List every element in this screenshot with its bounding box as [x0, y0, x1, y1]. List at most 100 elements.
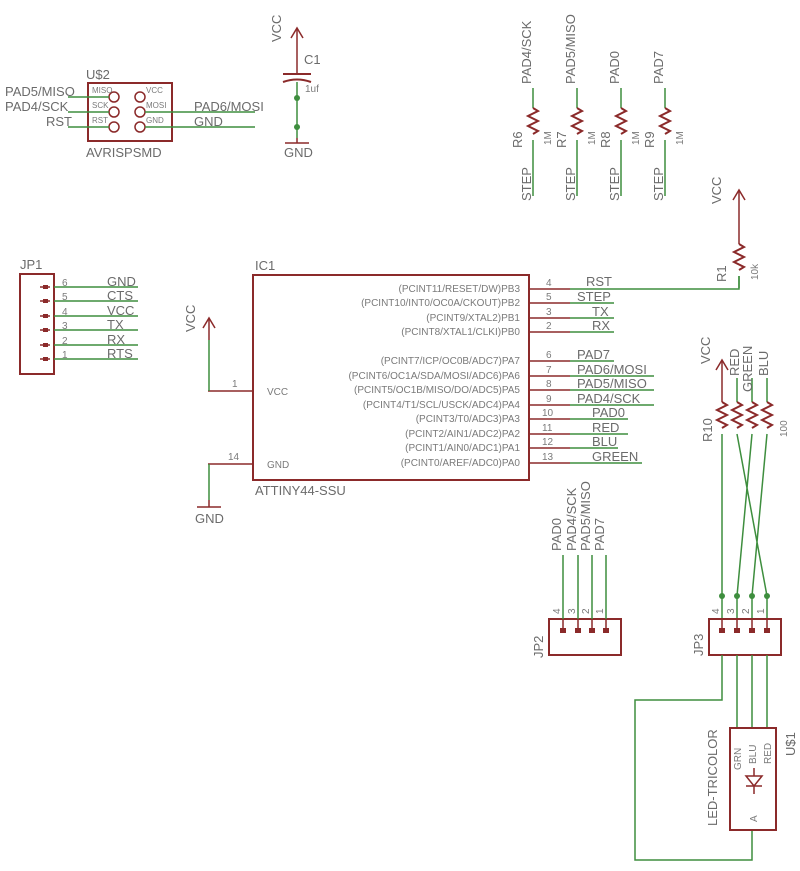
- led-pin-label-anode: A: [749, 815, 760, 822]
- ic1-pin-number: 6: [546, 350, 552, 361]
- jp1-pin-number: 1: [62, 350, 68, 361]
- tricolor-led-u1[interactable]: GRN BLU RED A LED-TRICOLOR U$1: [705, 727, 798, 831]
- ic1-pin-number: 9: [546, 394, 552, 405]
- led-pin-label: BLU: [748, 745, 759, 764]
- resistor-r6[interactable]: PAD4/SCK R6 1M STEP: [510, 20, 554, 201]
- net-label-pad7: PAD7: [577, 347, 610, 362]
- capacitor-plate: [282, 78, 312, 83]
- avrisp-pin-label: SCK: [92, 101, 109, 110]
- resistor-r7[interactable]: PAD5/MISO R7 1M STEP: [554, 14, 598, 201]
- net-label-step: STEP: [563, 167, 578, 201]
- c1-value: 1uf: [305, 84, 319, 95]
- ic1-pin-label: (PCINT10/INT0/OC0A/CKOUT)PB2: [361, 298, 520, 309]
- ic1-pin-number: 8: [546, 379, 552, 390]
- ic1-ref: IC1: [255, 258, 275, 273]
- net-label-vcc: VCC: [183, 305, 198, 332]
- net-label-green: GREEN: [592, 449, 638, 464]
- r1-ref: R1: [714, 265, 729, 282]
- ic1-pin-number: 2: [546, 321, 552, 332]
- net-label-vcc: VCC: [107, 303, 134, 318]
- ic1-pin-number: 5: [546, 292, 552, 303]
- r10-ref: R10: [700, 418, 715, 442]
- net-label-red: RED: [727, 349, 742, 376]
- resistor-r9[interactable]: PAD7 R9 1M STEP: [642, 51, 686, 201]
- avrisp-part: AVRISPSMD: [86, 145, 162, 160]
- led-part: LED-TRICOLOR: [705, 729, 720, 826]
- ic1-part: ATTINY44-SSU: [255, 483, 346, 498]
- avrisp-pad-rst: [108, 121, 120, 133]
- r8-value: 1M: [631, 131, 642, 145]
- led-anode-net: [634, 655, 753, 861]
- net-label-gnd: GND: [195, 511, 224, 526]
- microcontroller-ic1[interactable]: IC1 ATTINY44-SSU 1 14 VCC GND (PCINT11/R…: [208, 258, 570, 498]
- net-label-pad7: PAD7: [651, 51, 666, 84]
- net-label-pad4-sck: PAD4/SCK: [564, 487, 579, 551]
- ic1-body: [252, 274, 530, 481]
- led-crossover-nets: [721, 433, 768, 597]
- r6-ref: R6: [510, 131, 525, 148]
- ic1-pin-label: (PCINT0/AREF/ADC0)PA0: [401, 458, 521, 469]
- jp2-ref: JP2: [531, 636, 546, 658]
- net-label-pad0: PAD0: [592, 405, 625, 420]
- ic1-pin-label: (PCINT9/XTAL2)PB1: [426, 313, 520, 324]
- resistor-array-r10[interactable]: R10 100 VCC RED GREEN BLU: [698, 337, 790, 442]
- resistor-zigzag: [729, 401, 745, 429]
- avrisp-connector[interactable]: MISO SCK RST VCC MOSI GND U$2 AVRISPSMD: [86, 67, 173, 160]
- avrisp-pin-label: MISO: [92, 86, 112, 95]
- avrisp-pin-label: VCC: [146, 86, 163, 95]
- net-label-pad4-sck: PAD4/SCK: [519, 20, 534, 84]
- ic1-pin-label: (PCINT8/XTAL1/CLKI)PB0: [401, 327, 520, 338]
- jp3-ref: JP3: [691, 634, 706, 656]
- ic1-pin-label: (PCINT3/T0/ADC3)PA3: [416, 414, 521, 425]
- resistor-zigzag: [744, 401, 760, 429]
- resistor-zigzag: [731, 243, 747, 271]
- net-label-rst: RST: [46, 114, 72, 129]
- led-pin-label: RED: [763, 743, 774, 764]
- net-label-gnd: GND: [284, 145, 313, 160]
- jp2-pin-number: 1: [595, 608, 606, 614]
- net-label-blu: BLU: [592, 434, 617, 449]
- led-body: [729, 727, 777, 831]
- header-jp3[interactable]: JP3 4 3 2 1: [691, 608, 782, 656]
- header-jp2[interactable]: JP2 4 3 2 1: [531, 608, 622, 658]
- jp3-pin-number: 1: [756, 608, 767, 614]
- ic1-pin-number: 13: [542, 452, 554, 463]
- ic1-pin-number: 11: [542, 423, 553, 434]
- net-label-step: STEP: [651, 167, 666, 201]
- c1-ref: C1: [304, 52, 321, 67]
- jp1-nets: [54, 286, 138, 360]
- net-label-vcc: VCC: [698, 337, 713, 364]
- diode-icon: [744, 768, 764, 794]
- net-label-tx: TX: [107, 317, 124, 332]
- net-label-gnd: GND: [194, 114, 223, 129]
- net-label-rx: RX: [592, 318, 610, 333]
- resistor-zigzag: [613, 107, 629, 135]
- net-label-pad6-mosi: PAD6/MOSI: [194, 99, 264, 114]
- ftdi-header-jp1[interactable]: JP1 6 5 4 3 2 1: [19, 257, 68, 375]
- net-label-pad5-miso: PAD5/MISO: [577, 376, 647, 391]
- net-label-step: STEP: [607, 167, 622, 201]
- capacitor-c1[interactable]: C1 1uf GND VCC: [269, 15, 321, 160]
- r6-value: 1M: [543, 131, 554, 145]
- jp1-pin-number: 4: [62, 307, 68, 318]
- r10-value: 100: [779, 420, 790, 437]
- resistor-r1[interactable]: VCC R1 10k: [709, 177, 761, 288]
- rst-net: [570, 276, 740, 290]
- net-label-blu: BLU: [756, 351, 771, 376]
- avrisp-pad-sck: [108, 106, 120, 118]
- ic1-pin-number: 1: [232, 379, 238, 390]
- r7-ref: R7: [554, 131, 569, 148]
- resistor-zigzag: [569, 107, 585, 135]
- resistor-zigzag: [759, 401, 775, 429]
- resistor-zigzag: [657, 107, 673, 135]
- ic1-pin-label: (PCINT2/AIN1/ADC2)PA2: [405, 429, 520, 440]
- resistor-r8[interactable]: PAD0 R8 1M STEP: [598, 51, 642, 201]
- ground-symbol-icon: [285, 138, 309, 144]
- net-label-pad4-sck: PAD4/SCK: [5, 99, 69, 114]
- ground-symbol-icon: [197, 500, 221, 508]
- net-label-step: STEP: [577, 289, 611, 304]
- net-label-pad5-miso: PAD5/MISO: [578, 481, 593, 551]
- avrisp-pin-label: RST: [92, 116, 108, 125]
- jp1-pin-number: 5: [62, 292, 68, 303]
